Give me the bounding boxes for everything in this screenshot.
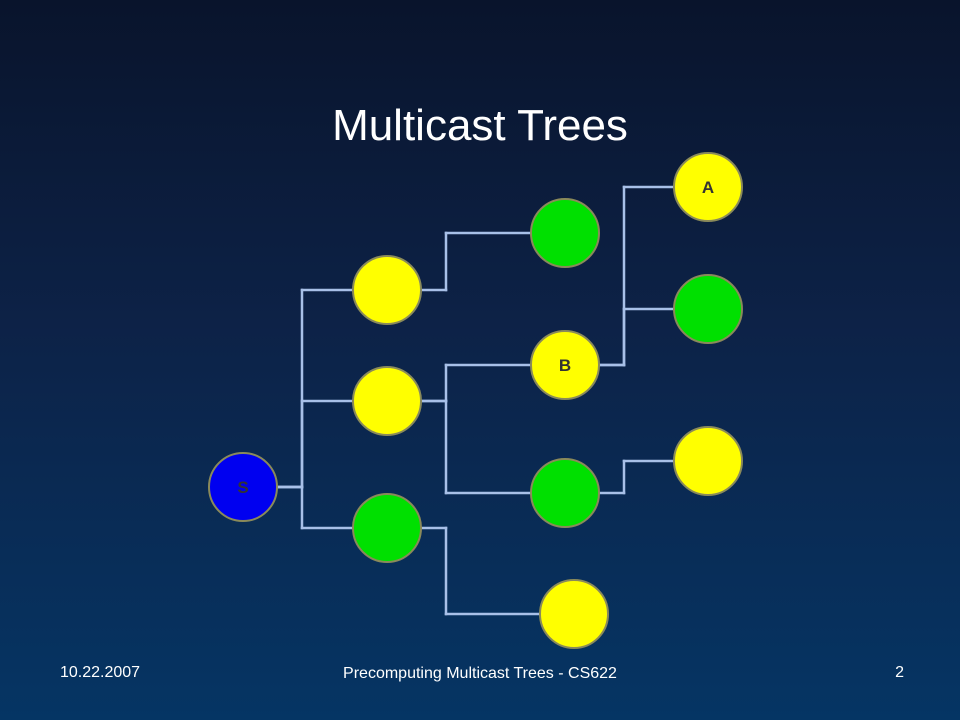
edge-g3-y4: [597, 459, 676, 495]
node-circle: [352, 366, 422, 436]
slide-title: Multicast Trees: [332, 101, 628, 150]
node-g4: [673, 274, 743, 344]
node-y4: [673, 426, 743, 496]
edge-S-y1: [275, 288, 355, 489]
node-circle: [673, 426, 743, 496]
node-y1: [352, 255, 422, 325]
node-s: S: [208, 452, 278, 522]
node-circle: [208, 452, 278, 522]
edge-y2-g3: [419, 399, 533, 495]
edge-y2-B: [419, 363, 533, 403]
node-g3: [530, 458, 600, 528]
page-number: 2: [895, 664, 904, 681]
node-circle: [539, 579, 609, 649]
edge-B-g4: [597, 307, 676, 367]
node-circle: [530, 198, 600, 268]
node-label: S: [237, 478, 248, 497]
node-circle: [352, 255, 422, 325]
footer-title: Precomputing Multicast Trees - CS622: [343, 665, 617, 682]
node-label: B: [559, 356, 571, 375]
node-a: A: [673, 152, 743, 222]
edge-S-g1: [275, 485, 355, 530]
node-y2: [352, 366, 422, 436]
node-g1: [352, 493, 422, 563]
node-b: B: [530, 330, 600, 400]
node-circle: [530, 330, 600, 400]
edge-B-A: [597, 185, 676, 367]
node-y3: [539, 579, 609, 649]
node-circle: [673, 152, 743, 222]
footer-date: 10.22.2007: [60, 664, 141, 681]
node-circle: [530, 458, 600, 528]
node-g2: [530, 198, 600, 268]
node-circle: [673, 274, 743, 344]
edge-y1-g2: [419, 231, 533, 292]
edge-S-y2: [275, 399, 355, 489]
node-label: A: [702, 178, 714, 197]
tree-edges: [275, 185, 676, 616]
node-circle: [352, 493, 422, 563]
edge-g1-y3: [419, 526, 542, 616]
tree-nodes: S B A: [208, 152, 743, 649]
